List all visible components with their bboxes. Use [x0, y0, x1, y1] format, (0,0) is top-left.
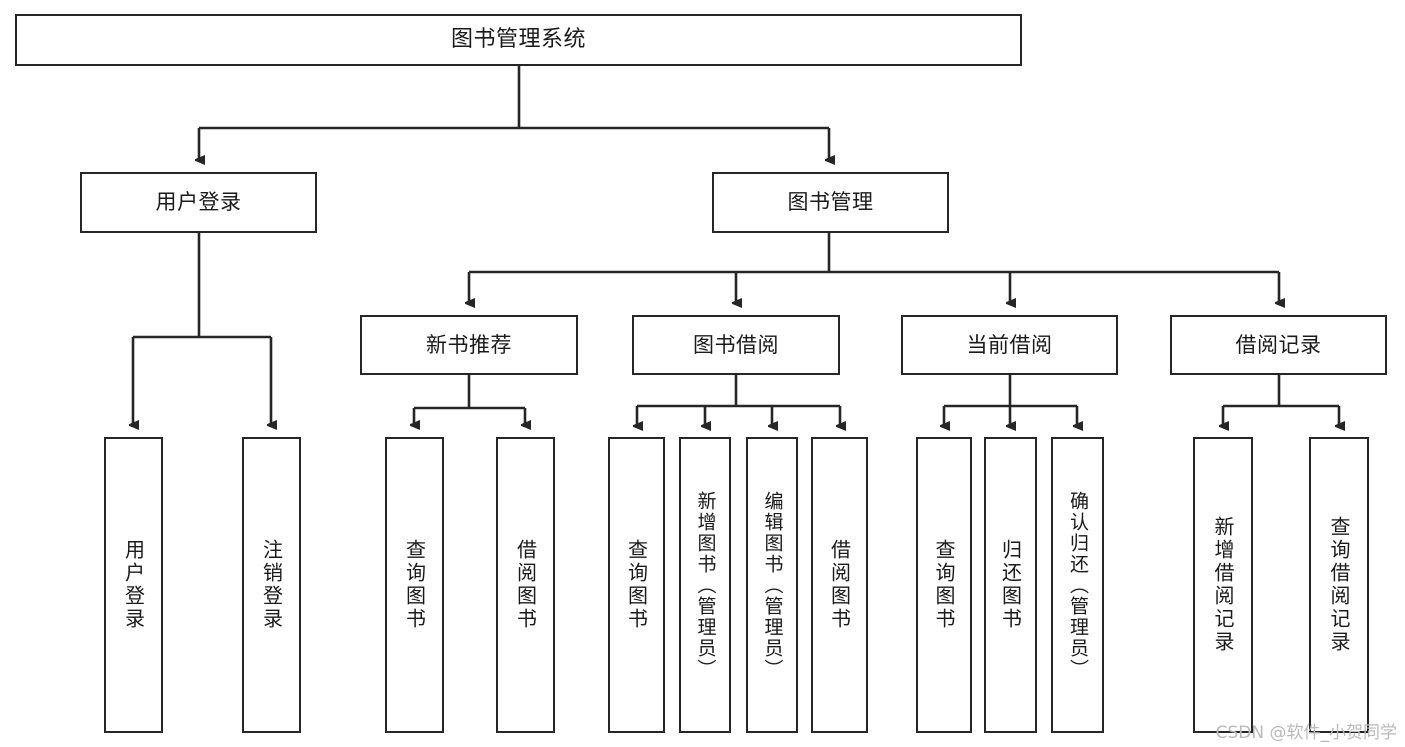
- leaf-current-confirm-return-admin[interactable]: 确认归还（管理员）: [1051, 437, 1104, 733]
- leaf-borrow-edit-book-admin[interactable]: 编辑图书（管理员）: [746, 437, 798, 733]
- node-label: 图书借阅: [693, 332, 779, 357]
- node-label: 归还图书: [998, 539, 1023, 631]
- leaf-new-book-query[interactable]: 查询图书: [385, 437, 444, 733]
- csdn-watermark: CSDN @软件_小贺同学: [1215, 723, 1397, 743]
- leaf-record-query-record[interactable]: 查询借阅记录: [1309, 437, 1369, 733]
- node-label: 借阅图书: [513, 539, 538, 631]
- node-label: 用户登录: [121, 539, 146, 631]
- node-label: 注销登录: [259, 539, 284, 631]
- node-book-management[interactable]: 图书管理: [712, 172, 949, 233]
- node-label: 查询图书: [932, 539, 956, 631]
- leaf-borrow-borrow-book[interactable]: 借阅图书: [811, 437, 868, 733]
- node-new-book-recommend[interactable]: 新书推荐: [360, 315, 578, 375]
- node-label: 新书推荐: [426, 332, 512, 357]
- leaf-current-query-book[interactable]: 查询图书: [916, 437, 972, 733]
- node-label: 借阅记录: [1235, 332, 1322, 357]
- leaf-current-return-book[interactable]: 归还图书: [984, 437, 1037, 733]
- node-label: 查询借阅记录: [1327, 516, 1351, 654]
- node-label: 查询图书: [402, 539, 427, 631]
- leaf-borrow-add-book-admin[interactable]: 新增图书（管理员）: [679, 437, 731, 733]
- node-label: 借阅图书: [827, 539, 852, 631]
- node-label: 用户登录: [155, 190, 242, 215]
- node-root-system[interactable]: 图书管理系统: [15, 14, 1022, 66]
- node-label: 新增图书（管理员）: [694, 490, 717, 680]
- node-label: 查询图书: [624, 539, 649, 631]
- node-book-borrow[interactable]: 图书借阅: [632, 315, 840, 375]
- node-borrow-record[interactable]: 借阅记录: [1170, 315, 1387, 375]
- node-label: 确认归还（管理员）: [1067, 490, 1089, 680]
- node-label: 当前借阅: [966, 332, 1053, 357]
- node-label: 图书管理: [787, 190, 874, 215]
- node-current-borrow[interactable]: 当前借阅: [901, 315, 1118, 375]
- node-label: 编辑图书（管理员）: [761, 490, 784, 680]
- leaf-borrow-query-book[interactable]: 查询图书: [608, 437, 665, 733]
- leaf-new-book-borrow[interactable]: 借阅图书: [496, 437, 555, 733]
- node-label: 新增借阅记录: [1211, 516, 1235, 654]
- leaf-user-login-login[interactable]: 用户登录: [104, 437, 163, 733]
- leaf-user-login-logout[interactable]: 注销登录: [242, 437, 301, 733]
- node-user-login[interactable]: 用户登录: [80, 172, 317, 233]
- node-label: 图书管理系统: [450, 27, 586, 53]
- leaf-record-add-record[interactable]: 新增借阅记录: [1193, 437, 1253, 733]
